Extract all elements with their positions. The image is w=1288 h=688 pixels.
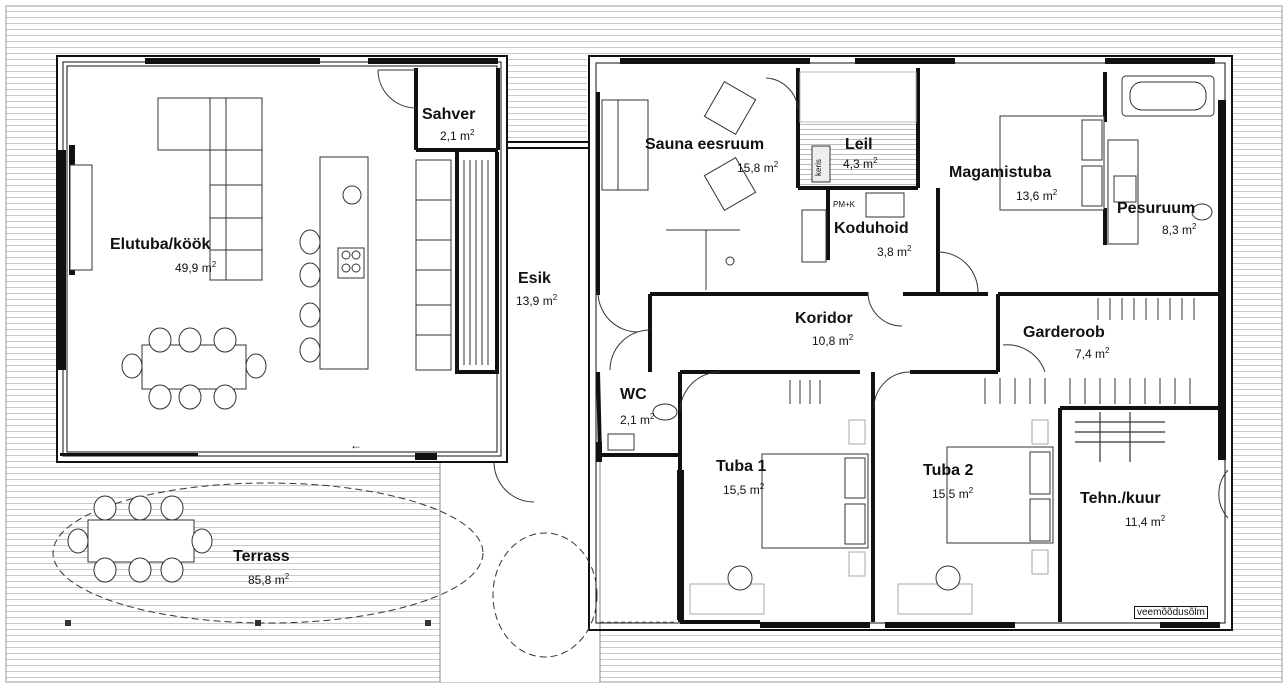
room-name-elutuba: Elutuba/köök: [110, 236, 211, 253]
garderoob-hangers: [789, 298, 1195, 404]
room-area-magamistuba: 13,6 m2: [1016, 188, 1058, 203]
room-name-garderoob: Garderoob: [1023, 324, 1105, 341]
label-veemoodusolm: veemõõdusõlm: [1134, 606, 1208, 619]
room-area-tuba2: 15,5 m2: [932, 486, 974, 501]
tuba2-furniture: [897, 419, 1054, 615]
room-area-pesuruum: 8,3 m2: [1162, 222, 1197, 237]
tuba1-furniture: [689, 419, 869, 615]
room-area-terrass: 85,8 m2: [248, 572, 290, 587]
room-name-leil: Leil: [845, 136, 873, 153]
hangers-esik: [463, 160, 489, 365]
bathroom-fixtures: [1107, 75, 1215, 245]
room-name-terrass: Terrass: [233, 548, 290, 565]
esik-wardrobe-walls: [455, 152, 499, 374]
room-area-koduhoid: 3,8 m2: [877, 244, 912, 259]
terrace: [440, 462, 676, 682]
room-area-garderoob: 7,4 m2: [1075, 346, 1110, 361]
dining-chairs: [121, 229, 321, 410]
koduhoid-furniture: [801, 192, 905, 263]
wc-fixtures: [607, 403, 678, 451]
sahver-walls: [414, 68, 500, 152]
room-name-tehn-kuur: Tehn./kuur: [1080, 490, 1161, 507]
interior-walls: [596, 68, 1218, 624]
room-name-wc: WC: [620, 386, 647, 403]
room-name-magamistuba: Magamistuba: [949, 164, 1052, 181]
sauna-furniture: [601, 80, 757, 290]
leil-stove: [811, 145, 831, 183]
label-pm-k: PM+K: [833, 200, 856, 209]
room-area-wc: 2,1 m2: [620, 412, 655, 427]
room-name-pesuruum: Pesuruum: [1117, 200, 1196, 217]
room-area-tuba1: 15,5 m2: [723, 482, 765, 497]
living-furniture: [69, 97, 369, 390]
room-name-tuba2: Tuba 2: [923, 462, 974, 479]
room-name-koduhoid: Koduhoid: [834, 220, 909, 237]
room-area-koridor: 10,8 m2: [812, 333, 854, 348]
room-name-esik: Esik: [518, 270, 551, 287]
posts: [65, 620, 431, 626]
door-arcs: [493, 77, 1229, 519]
terrace-chairs: [67, 495, 213, 583]
room-area-sauna-eesruum: 15,8 m2: [737, 160, 779, 175]
terrace-features: [52, 482, 598, 658]
room-area-tehn-kuur: 11,4 m2: [1125, 514, 1166, 529]
room-name-tuba1: Tuba 1: [716, 458, 767, 475]
room-area-elutuba: 49,9 m2: [175, 260, 217, 275]
room-name-koridor: Koridor: [795, 310, 853, 327]
room-area-leil: 4,3 m2: [843, 156, 878, 171]
room-area-sahver: 2,1 m2: [440, 128, 475, 143]
room-area-esik: 13,9 m2: [516, 293, 558, 308]
arrow-indicator: ←: [350, 438, 362, 452]
master-bed: [999, 115, 1105, 211]
room-name-sahver: Sahver: [422, 106, 476, 123]
label-keris: keris: [814, 159, 823, 176]
terrace-outline: [439, 462, 676, 682]
leil-bench: [799, 71, 917, 123]
room-name-sauna-eesruum: Sauna eesruum: [645, 136, 765, 153]
bikes: [1075, 412, 1165, 462]
esik-bench: [416, 199, 451, 336]
